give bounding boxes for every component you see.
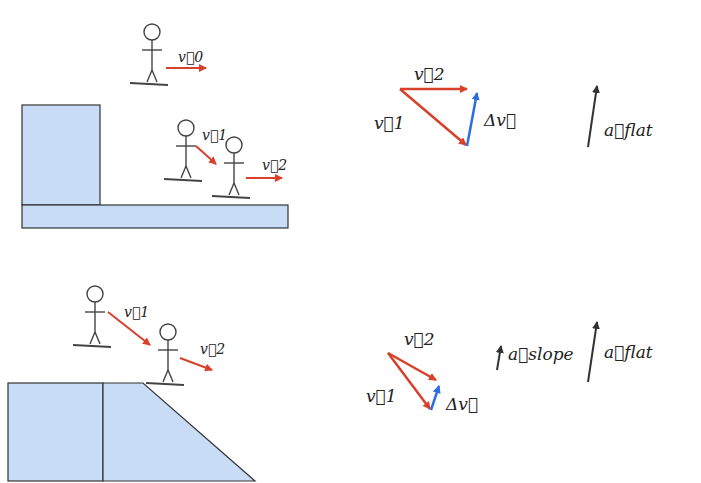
vector-label: Δv⃗ [446, 396, 478, 413]
vector-label: v⃗2 [414, 66, 445, 83]
vector-label: v⃗2 [404, 331, 435, 348]
vector-label: v⃗2 [200, 342, 225, 356]
vector-label: a⃗flat [604, 122, 653, 139]
vector-label: a⃗flat [604, 344, 653, 361]
vector-label: v⃗1 [374, 115, 405, 132]
vector-label: v⃗1 [202, 128, 227, 142]
vector-label: a⃗slope [508, 346, 574, 363]
vector-label: v⃗1 [124, 305, 149, 319]
vector-label: v⃗0 [178, 50, 203, 64]
vector-label: Δv⃗ [484, 112, 516, 129]
vector-label: v⃗1 [366, 388, 397, 405]
vector-label: v⃗2 [262, 158, 287, 172]
